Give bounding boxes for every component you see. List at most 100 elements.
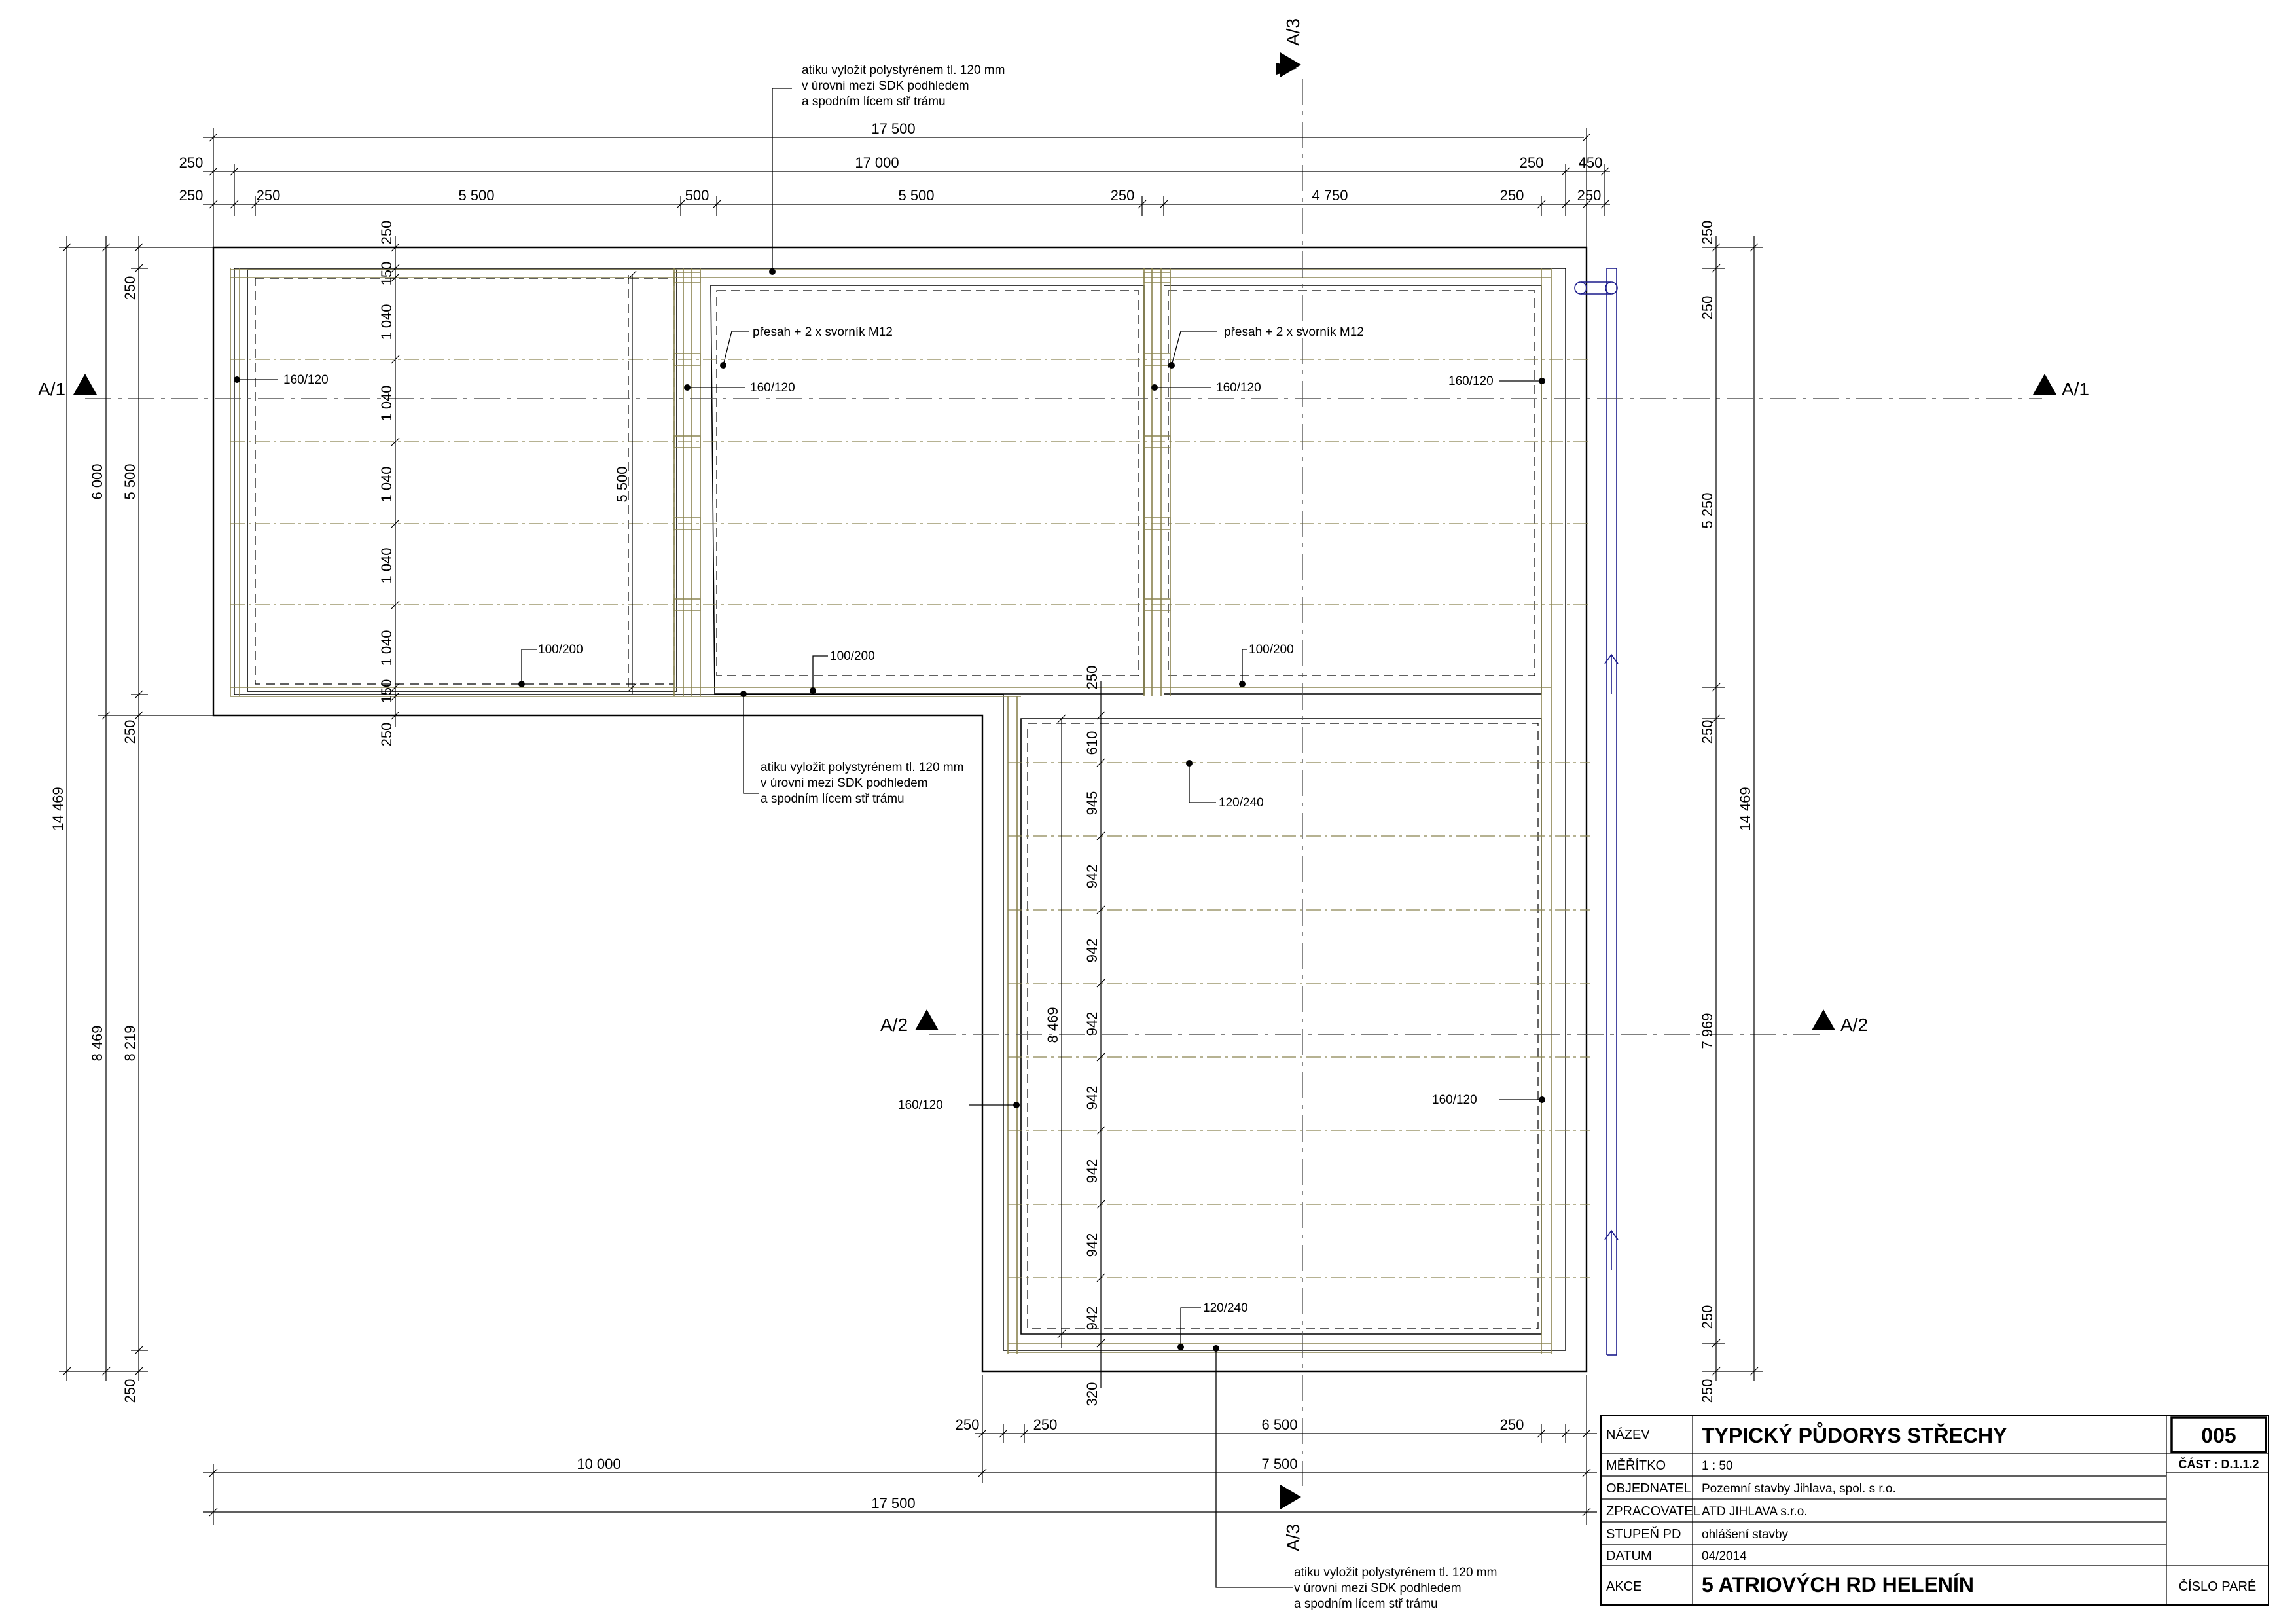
section-marker-a2-left: A/2	[880, 1009, 939, 1035]
dim-bot-total: 17 500	[871, 1495, 915, 1511]
section-marker-a2-right: A/2	[1812, 1009, 1868, 1035]
beam-label-6: 160/120	[1432, 1093, 1477, 1107]
tb-label-stupen: STUPEŇ PD	[1606, 1526, 1681, 1542]
joist-dim-lo-4: 942	[1084, 865, 1100, 889]
note-atika-top-l2: v úrovni mezi SDK podhledem	[802, 79, 969, 93]
tb-label-zpracovatel: ZPRACOVATEL	[1606, 1504, 1700, 1519]
joist-dim-up-9: 250	[378, 723, 395, 747]
section-label-a1-left: A/1	[38, 379, 65, 399]
left-dimension-texts: 14 469 6 000 8 469 250 5 500 250 8 219 2…	[50, 276, 138, 1403]
dim-left-in-5: 250	[122, 1379, 138, 1403]
tb-value-nazev: TYPICKÝ PŮDORYS STŘECHY	[1702, 1422, 2007, 1447]
note-atika-top-l3: a spodním lícem stř trámu	[802, 95, 946, 109]
section-lines	[85, 79, 2042, 1486]
dim-right-6: 250	[1699, 1305, 1715, 1329]
note-atika-mid-l1: atiku vyložit polystyrénem tl. 120 mm	[761, 761, 963, 774]
note-atika-mid-l3: a spodním lícem stř trámu	[761, 792, 905, 806]
joist-dim-up-7: 1 040	[378, 630, 395, 666]
rafters-lower	[1008, 762, 1590, 1278]
joist-dim-lo-1: 250	[1084, 666, 1100, 690]
dim-left-in-2: 5 500	[122, 463, 138, 499]
note-atika-mid: atiku vyložit polystyrénem tl. 120 mm v …	[761, 761, 963, 806]
joist-dim-upper-texts: 250 150 1 040 1 040 1 040 1 040 1 040 15…	[378, 221, 630, 747]
tb-value-datum: 04/2014	[1702, 1549, 1747, 1563]
rafters-upper	[230, 359, 1590, 605]
top-dimension-lines	[203, 128, 1610, 262]
beam-label-2: 160/120	[750, 381, 795, 395]
beam-label-9: 100/200	[1249, 643, 1294, 657]
gutter	[1574, 268, 1619, 1356]
dim-bot-1-3: 6 500	[1261, 1416, 1297, 1433]
beam-label-3: 160/120	[1216, 381, 1261, 395]
note-atika-top: atiku vyložit polystyrénem tl. 120 mm v …	[802, 63, 1005, 109]
dim-top-3-8: 250	[1500, 187, 1524, 204]
dim-top-total: 17 500	[871, 120, 915, 137]
dim-top-2-4: 450	[1579, 154, 1603, 171]
dim-top-3-9: 250	[1577, 187, 1602, 204]
dim-top-3-4: 500	[685, 187, 709, 204]
joist-dim-lo-7: 942	[1084, 1086, 1100, 1110]
dim-left-mid-2: 8 469	[89, 1025, 105, 1061]
dim-right-5: 7 969	[1699, 1013, 1715, 1049]
tb-label-objednatel: OBJEDNATEL	[1606, 1481, 1691, 1496]
section-label-a3-bottom: A/3	[1283, 1524, 1303, 1551]
dim-right-2: 250	[1699, 296, 1715, 320]
dim-top-3-2: 250	[257, 187, 281, 204]
dim-left-in-3: 250	[122, 720, 138, 744]
section-marker-a1-left: A/1	[38, 374, 97, 399]
dim-right-1: 250	[1699, 221, 1715, 245]
tb-label-datum: DATUM	[1606, 1549, 1652, 1563]
left-dimension-lines	[59, 236, 223, 1381]
section-label-a1-right: A/1	[2062, 379, 2089, 399]
tb-part: ČÁST : D.1.1.2	[2178, 1457, 2259, 1471]
right-dimension-texts: 250 250 5 250 250 7 969 250 250 14 469	[1699, 221, 1753, 1403]
section-label-a3-top: A/3	[1283, 18, 1303, 46]
tb-drawing-number: 005	[2201, 1424, 2236, 1447]
dim-bot-2-1: 10 000	[577, 1456, 620, 1472]
joist-dim-lo-5: 942	[1084, 939, 1100, 963]
joist-dim-upper-lines	[391, 236, 637, 727]
joist-dim-lower-texts: 250 610 945 942 942 942 942 942 942 942 …	[1045, 666, 1100, 1407]
title-block: NÁZEV MĚŘÍTKO OBJEDNATEL ZPRACOVATEL STU…	[1600, 1415, 2269, 1606]
joist-dim-up-1: 250	[378, 221, 395, 245]
dim-bot-2-2: 7 500	[1261, 1456, 1297, 1472]
tb-value-akce: 5 ATRIOVÝCH RD HELENÍN	[1702, 1573, 1974, 1597]
top-dimension-texts: 17 500 250 17 000 250 450 250 250 5 500 …	[179, 120, 1603, 204]
joist-dim-up-8: 150	[378, 679, 395, 704]
joist-dim-up-4: 1 040	[378, 385, 395, 421]
dim-top-2-3: 250	[1520, 154, 1544, 171]
joist-dim-up-3: 1 040	[378, 304, 395, 340]
dim-top-3-6: 250	[1111, 187, 1135, 204]
dim-bot-1-4: 250	[1500, 1416, 1524, 1433]
joist-dim-up-5: 1 040	[378, 466, 395, 502]
joist-dim-lower-lines	[1057, 681, 1105, 1388]
tb-value-stupen: ohlášení stavby	[1702, 1528, 1789, 1542]
section-label-a2-right: A/2	[1840, 1015, 1868, 1035]
note-presah-2: přesah + 2 x svorník M12	[1224, 325, 1364, 339]
note-atika-bot-l1: atiku vyložit polystyrénem tl. 120 mm	[1294, 1566, 1497, 1579]
dim-bot-1-2: 250	[1033, 1416, 1058, 1433]
roof-beams	[230, 268, 1552, 1354]
beam-label-5: 160/120	[898, 1098, 943, 1112]
joist-dim-lo-11: 320	[1084, 1382, 1100, 1407]
beam-label-10: 120/240	[1219, 796, 1264, 810]
beam-label-11: 120/240	[1203, 1301, 1248, 1315]
dim-left-mid-1: 6 000	[89, 463, 105, 499]
inner-span-dim: 5 500	[614, 466, 630, 502]
dim-left-outer: 14 469	[50, 787, 66, 831]
dim-top-3-7: 4 750	[1312, 187, 1348, 204]
beam-label-4: 160/120	[1448, 374, 1494, 388]
dim-top-2-2: 17 000	[855, 154, 899, 171]
leader-lines	[237, 88, 1542, 1588]
tb-value-meritko: 1 : 50	[1702, 1459, 1733, 1473]
bottom-dimension-lines	[203, 1375, 1597, 1525]
dim-top-2-1: 250	[179, 154, 204, 171]
note-atika-bottom: atiku vyložit polystyrénem tl. 120 mm v …	[1294, 1566, 1497, 1611]
beam-label-1: 160/120	[283, 373, 329, 387]
tb-label-meritko: MĚŘÍTKO	[1606, 1458, 1666, 1473]
dim-right-7: 250	[1699, 1379, 1715, 1403]
section-marker-a3-bottom: A/3	[1280, 1485, 1303, 1551]
lower-span-dim: 8 469	[1045, 1007, 1061, 1043]
dim-right-4: 250	[1699, 720, 1715, 744]
